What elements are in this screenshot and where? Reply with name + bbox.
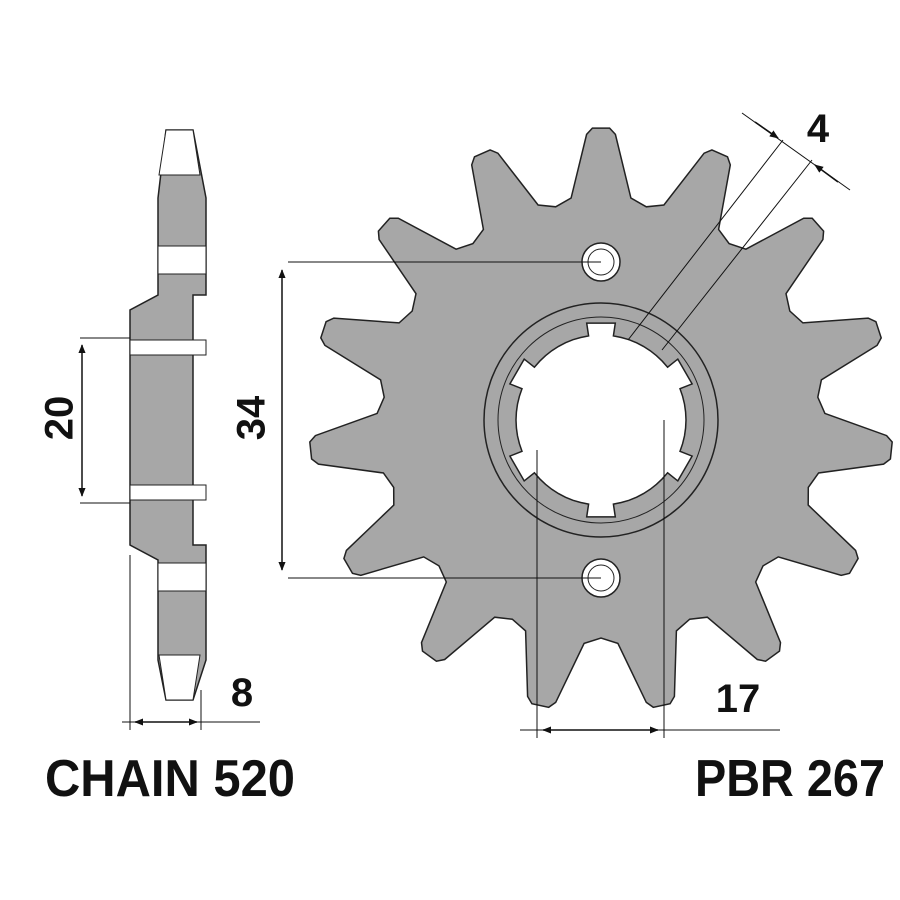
spline-width-label: 17 [716, 677, 761, 721]
body-thickness-label: 8 [231, 671, 253, 715]
side-profile-view [129, 129, 207, 701]
tooth-width-label: 4 [807, 107, 830, 151]
hub-ring [483, 302, 719, 538]
side-profile-stripe [129, 484, 207, 501]
bolt-spacing-dimension: 34 [230, 261, 601, 579]
spline-bore [508, 322, 694, 518]
spline-width-dimension: 17 [520, 420, 780, 738]
side-profile-stripe [157, 245, 207, 275]
side-profile-stripe [129, 339, 207, 356]
bolt-spacing-label: 34 [230, 395, 274, 440]
hub-diameter-dimension: 20 [38, 337, 130, 504]
side-profile-tip-top [158, 129, 201, 176]
side-profile-stripe [157, 562, 207, 592]
body-thickness-dimension: 8 [122, 555, 260, 730]
side-profile-body [129, 129, 207, 701]
part-number-caption: PBR 267 [695, 750, 885, 808]
side-profile-tip-bottom [158, 654, 201, 701]
tooth-width-dimension: 4 [627, 107, 851, 351]
sprocket-front-view [309, 127, 893, 709]
hub-ring-inner [497, 316, 705, 524]
hub-diameter-label: 20 [38, 396, 82, 441]
chain-size-caption: CHAIN 520 [45, 750, 295, 808]
